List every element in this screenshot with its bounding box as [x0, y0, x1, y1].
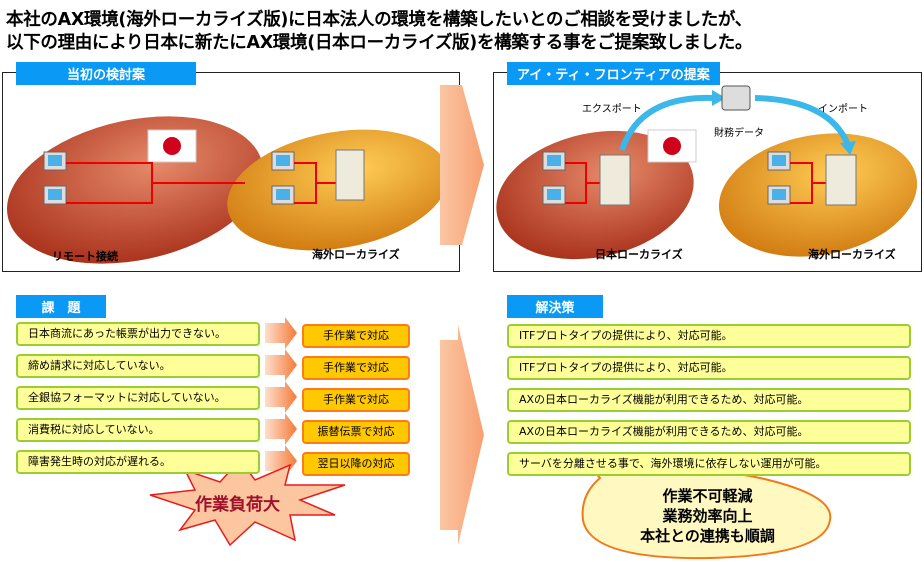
initial-plan-tab: 当初の検討案 — [16, 62, 196, 85]
callout-text: 作業不可軽減 業務効率向上 本社との連携も順調 — [585, 486, 830, 546]
server-icon — [335, 149, 365, 201]
solution-item: AXの日本ローカライズ機能が利用できるため、対応可能。 — [507, 388, 911, 412]
callout-line: 本社との連携も順調 — [640, 527, 775, 545]
callout-line: 作業不可軽減 — [662, 487, 753, 505]
overseas-localize-label: 海外ローカライズ — [312, 248, 400, 261]
remote-site-ellipse — [7, 116, 263, 264]
document-icon — [721, 85, 751, 111]
big-arrow-top — [440, 85, 484, 245]
solutions-tab: 解決策 — [507, 295, 603, 318]
export-label: エクスポート — [582, 104, 642, 115]
title-line-2: 以下の理由により日本に新たにAX環境(日本ローカライズ版)を構築する事をご提案致… — [6, 33, 753, 53]
overseas-localize-label-2: 海外ローカライズ — [808, 248, 896, 261]
big-arrow-bottom — [440, 325, 484, 545]
export-arrow — [619, 94, 716, 151]
issue-item: 締め請求に対応していない。 — [16, 354, 260, 378]
workload-burst-text: 作業負荷大 — [195, 495, 280, 515]
japan-localize-label: 日本ローカライズ — [595, 248, 683, 261]
title-line-1: 本社のAX環境(海外ローカライズ版)に日本法人の環境を構築したいとのご相談を受け… — [6, 10, 752, 30]
financial-data-label: 財務データ — [714, 128, 764, 139]
starburst — [149, 458, 346, 547]
response-item: 翌日以降の対応 — [302, 452, 410, 476]
proposal-tab: アイ・ティ・フロンティアの提案 — [507, 62, 720, 85]
issue-item: 全銀協フォーマットに対応していない。 — [16, 386, 260, 410]
small-arrows — [265, 317, 297, 477]
response-item: 手作業で対応 — [302, 356, 410, 380]
response-item: 振替伝票で対応 — [302, 420, 410, 444]
import-arrow — [754, 95, 851, 147]
response-item: 手作業で対応 — [302, 324, 410, 348]
callout-line: 業務効率向上 — [662, 507, 753, 525]
issues-tab: 課 題 — [16, 295, 106, 318]
response-item: 手作業で対応 — [302, 388, 410, 412]
issue-item: 日本商流にあった帳票が出力できない。 — [16, 322, 260, 346]
remote-connection-label: リモート接続 — [52, 250, 118, 263]
solution-item: AXの日本ローカライズ機能が利用できるため、対応可能。 — [507, 420, 911, 444]
solution-item: ITFプロトタイプの提供により、対応可能。 — [507, 324, 911, 348]
solution-item: ITFプロトタイプの提供により、対応可能。 — [507, 356, 911, 380]
issue-item: 消費税に対応していない。 — [16, 418, 260, 442]
solution-item: サーバを分離させる事で、海外環境に依存しない運用が可能。 — [507, 452, 911, 476]
issue-item: 障害発生時の対応が遅れる。 — [16, 450, 260, 474]
import-label: インポート — [818, 104, 868, 115]
